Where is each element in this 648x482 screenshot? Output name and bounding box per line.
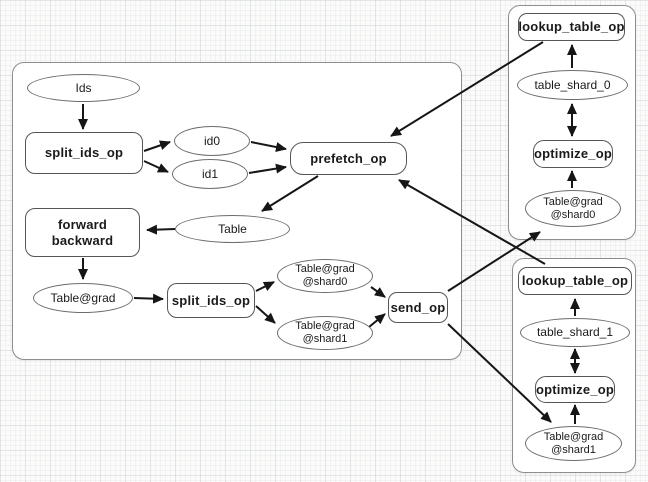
node-table-grad-shard0-label-line2: @shard0 [302,276,348,288]
node-send-op-label: send_op [390,299,446,315]
node-table-grad: Table@grad [33,283,133,313]
node-table-shard-0: table_shard_0 [517,70,628,100]
edge-send-op-to-pserver1-table-grad-shard [447,323,552,423]
edge-id1-to-prefetch-op [248,163,287,174]
node-id1: id1 [172,159,248,189]
edge-lookup-table-op0-to-prefetch-op [390,41,544,137]
edge-split-ids-op-to-table-grad-shard0 [255,281,275,292]
node-pserver1-optimize-op-label: optimize_op [535,381,615,397]
edge-split-ids-op-to-id1 [143,160,169,173]
node-id0: id0 [174,126,250,156]
node-table-grad-shard1: Table@grad @shard1 [277,316,373,350]
edge-split-ids-op-to-table-grad-shard1 [255,305,276,324]
node-split-ids-op-top: split_ids_op [25,132,143,174]
node-pserver1-table-grad-shard-label-line2: @shard1 [551,443,596,456]
node-table: Table [175,215,290,243]
node-prefetch-op-label: prefetch_op [310,150,387,166]
edge-table-grad-shard1-to-send-op [368,313,386,328]
node-pserver1-lookup-table-op-label: lookup_table_op [521,273,629,289]
edge-table-to-forward-backward [146,224,176,235]
node-id1-label: id1 [201,166,218,181]
node-id0-label: id0 [203,133,220,148]
node-table-shard-1: table_shard_1 [520,318,630,347]
node-pserver0-optimize-op-label: optimize_op [533,146,613,162]
node-table-grad-label: Table@grad [50,290,116,305]
node-split-ids-op-bottom: split_ids_op [167,283,255,318]
node-prefetch-op: prefetch_op [290,142,407,175]
edge-lookup-table-op1-to-prefetch-op [398,179,546,265]
node-table-shard-1-label: table_shard_1 [536,325,614,340]
edge-split-ids-op-to-id0 [143,140,171,152]
node-pserver1-lookup-table-op: lookup_table_op [518,267,632,295]
edge-table-grad-to-split-ids-op [133,293,164,304]
edge-table-grad-shard0-to-send-op [370,286,386,298]
node-forward-backward-label-line1: forward [57,216,108,232]
edge-send-op-to-pserver0-table-grad-shard [447,231,541,292]
node-pserver0-table-grad-shard-label-line1: Table@grad [543,195,603,208]
node-pserver0-table-grad-shard-label-line2: @shard0 [550,208,596,221]
node-pserver0-table-grad-shard: Table@grad @shard0 [525,190,621,227]
edge-id0-to-prefetch-op [250,141,287,152]
node-pserver1-table-grad-shard-label-line1: Table@grad [543,430,604,443]
node-table-grad-shard0-label-line1: Table@grad [295,263,355,276]
node-table-grad-shard1-label-line1: Table@grad [295,320,355,333]
node-split-ids-op-top-label: split_ids_op [44,145,124,161]
node-pserver1-table-grad-shard: Table@grad @shard1 [525,426,622,461]
node-table-label: Table [218,221,247,236]
node-pserver0-lookup-table-op: lookup_table_op [518,13,625,41]
node-table-shard-0-label: table_shard_0 [534,77,611,92]
node-pserver0-lookup-table-op-label: lookup_table_op [518,19,625,35]
node-ids: Ids [27,74,140,102]
node-forward-backward-label-line2: backward [51,232,114,248]
node-table-grad-shard1-label-line2: @shard1 [302,333,348,345]
node-split-ids-op-bottom-label: split_ids_op [171,292,251,308]
node-forward-backward: forward backward [25,208,140,257]
edge-prefetch-op-to-table [261,175,319,212]
node-send-op: send_op [388,292,448,323]
node-table-grad-shard0: Table@grad @shard0 [277,259,373,293]
node-pserver1-optimize-op: optimize_op [535,376,615,403]
node-ids-label: Ids [75,80,92,95]
node-pserver0-optimize-op: optimize_op [533,140,613,168]
